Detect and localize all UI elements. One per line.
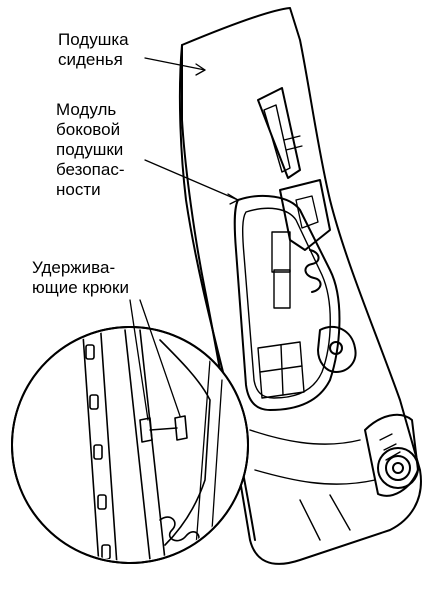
- module-grid-panel: [257, 341, 305, 399]
- leader-hook-right: [139, 299, 181, 417]
- label-module-line5: ности: [56, 180, 101, 199]
- airbag-module-shell: [233, 194, 341, 411]
- label-module-line1: Модуль: [56, 100, 117, 119]
- label-module-line2: боковой: [56, 120, 121, 139]
- retaining-hook-left: [139, 417, 153, 443]
- leader-airbag-module: [144, 159, 239, 201]
- label-hooks-line1: Удержива-: [32, 258, 116, 277]
- label-side-airbag-module: Модуль боковой подушки безопас- ности: [56, 100, 125, 200]
- seat-back-outline: [181, 7, 422, 565]
- recliner-knob: [364, 413, 419, 497]
- side-mount-bracket: [317, 325, 357, 373]
- leader-seat-cushion: [144, 57, 206, 71]
- upper-handle: [257, 87, 301, 179]
- label-seat-cushion-line2: сиденья: [58, 50, 123, 69]
- label-module-line4: безопас-: [56, 160, 125, 179]
- retaining-hook-right: [174, 415, 188, 441]
- leader-hook-left: [129, 299, 149, 421]
- label-seat-cushion-line1: Подушка: [58, 30, 129, 49]
- label-hooks-line2: ющие крюки: [32, 278, 129, 297]
- label-seat-cushion: Подушка сиденья: [58, 30, 129, 70]
- label-retaining-hooks: Удержива- ющие крюки: [32, 258, 129, 298]
- spring-coil: [304, 249, 322, 293]
- label-module-line3: подушки: [56, 140, 124, 159]
- detail-magnifier: [11, 326, 249, 564]
